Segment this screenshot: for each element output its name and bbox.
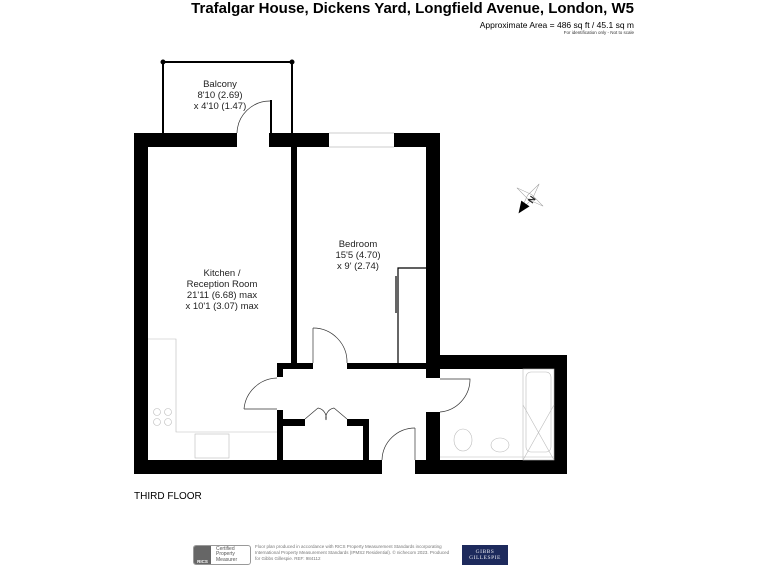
brand-logo: GIBBS GILLESPIE bbox=[462, 545, 508, 565]
disclaimer: Floor plan produced in accordance with R… bbox=[255, 544, 450, 561]
brand-line2: GILLESPIE bbox=[469, 555, 501, 561]
bedroom-dim2: x 9' (2.74) bbox=[337, 261, 379, 272]
bedroom-window bbox=[329, 132, 394, 148]
approximate-area: Approximate Area = 486 sq ft / 45.1 sq m bbox=[479, 20, 634, 30]
kitchen-dim2: x 10'1 (3.07) max bbox=[185, 301, 258, 312]
kitchen-dim1: 21'11 (6.68) max bbox=[187, 290, 258, 301]
door-swings bbox=[236, 100, 471, 461]
identification-note: For identification only - Not to scale bbox=[563, 30, 634, 35]
balcony-dim1: 8'10 (2.69) bbox=[197, 90, 242, 101]
kitchen-units bbox=[148, 338, 277, 459]
balcony-outline bbox=[160, 59, 295, 133]
compass-north-arrow-icon bbox=[516, 183, 544, 214]
balcony-name: Balcony bbox=[203, 79, 237, 90]
rics-line3: Measurer bbox=[216, 556, 238, 563]
property-title: Trafalgar House, Dickens Yard, Longfield… bbox=[191, 0, 634, 17]
walls bbox=[134, 100, 567, 474]
rics-line1: Certified bbox=[216, 545, 235, 552]
bathroom-fittings bbox=[440, 368, 555, 461]
kitchen-name: Kitchen / bbox=[204, 268, 241, 279]
bedroom-name: Bedroom bbox=[339, 239, 378, 250]
rics-badge: RICS Certified Property Measurer bbox=[193, 545, 251, 565]
bedroom-dim1: 15'5 (4.70) bbox=[335, 250, 380, 261]
rics-line2: Property bbox=[216, 551, 235, 558]
wardrobe bbox=[395, 267, 426, 363]
balcony-dim2: x 4'10 (1.47) bbox=[194, 101, 247, 112]
floor-label: THIRD FLOOR bbox=[134, 491, 202, 502]
brand-line1: GIBBS bbox=[475, 548, 495, 555]
compass-label: N bbox=[526, 194, 538, 205]
kitchen-name2: Reception Room bbox=[187, 279, 258, 290]
rics-logo: RICS bbox=[194, 546, 211, 564]
